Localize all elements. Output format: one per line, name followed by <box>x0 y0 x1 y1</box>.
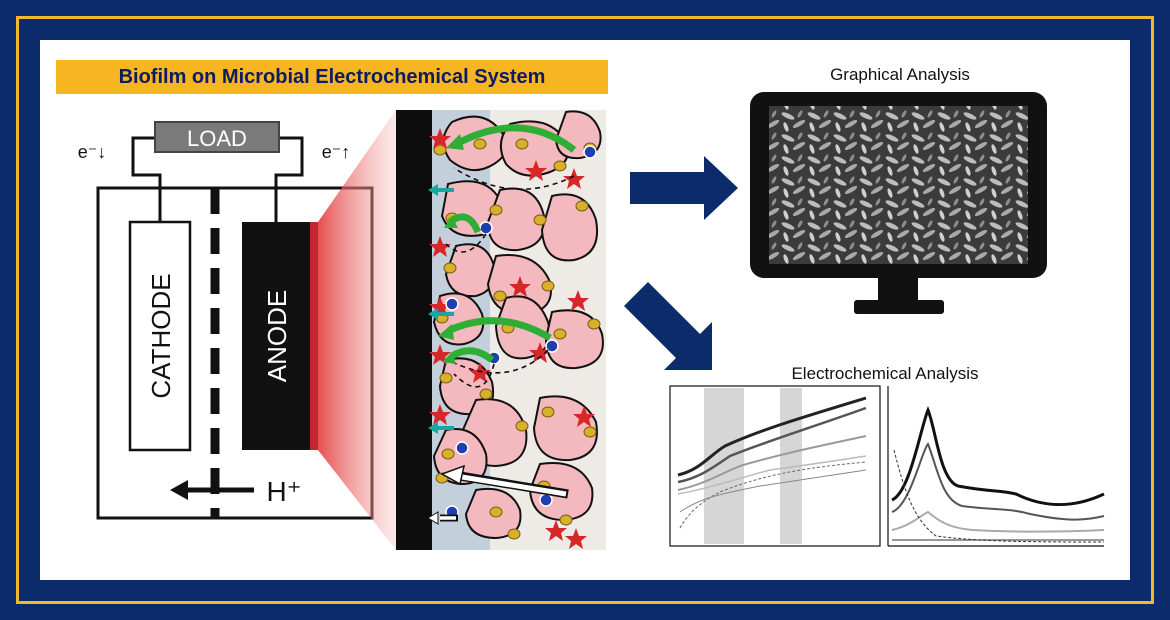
title-banner <box>56 60 608 94</box>
cathode-wire <box>131 136 162 222</box>
anode-electrode <box>242 222 310 450</box>
gold-border <box>16 16 1154 604</box>
monitor-neck <box>878 278 918 302</box>
cathode-electrode <box>128 220 192 452</box>
load-box <box>154 121 280 153</box>
sem-image <box>769 106 1028 264</box>
anode-surface <box>396 110 432 550</box>
zoom-cone <box>318 110 396 550</box>
main-title: Biofilm on Microbial Electrochemical Sys… <box>118 66 546 88</box>
bacterium-cell <box>486 187 546 252</box>
cv-shaded-region <box>780 388 802 544</box>
anode-label: ANODE <box>262 290 292 382</box>
proton-label: H⁺ <box>267 476 302 507</box>
graphical-analysis-title: Graphical Analysis <box>830 65 970 84</box>
cathode-label: CATHODE <box>146 273 176 398</box>
star-mediator <box>429 128 451 149</box>
monitor-base <box>854 300 944 314</box>
electrochemical-analysis-title: Electrochemical Analysis <box>791 364 979 383</box>
cv-shaded-region <box>704 388 744 544</box>
anode-wire <box>274 136 304 222</box>
load-label: LOAD <box>187 126 247 151</box>
biofilm-zoom-panel <box>396 110 606 550</box>
arrow-to-graphical <box>630 156 738 220</box>
monitor <box>750 92 1047 314</box>
bacterium-cell <box>540 193 598 262</box>
flow-arrows <box>624 156 738 370</box>
biofilm-layer <box>310 222 318 450</box>
proton-arrowhead <box>170 480 188 500</box>
electrochemical-plots <box>669 385 1105 547</box>
electron-left-label: e⁻↓ <box>78 142 107 162</box>
electron-right-label: e⁻↑ <box>322 142 351 162</box>
arrow-to-electrochemical <box>624 282 712 370</box>
cv-plot-frame <box>669 385 881 547</box>
